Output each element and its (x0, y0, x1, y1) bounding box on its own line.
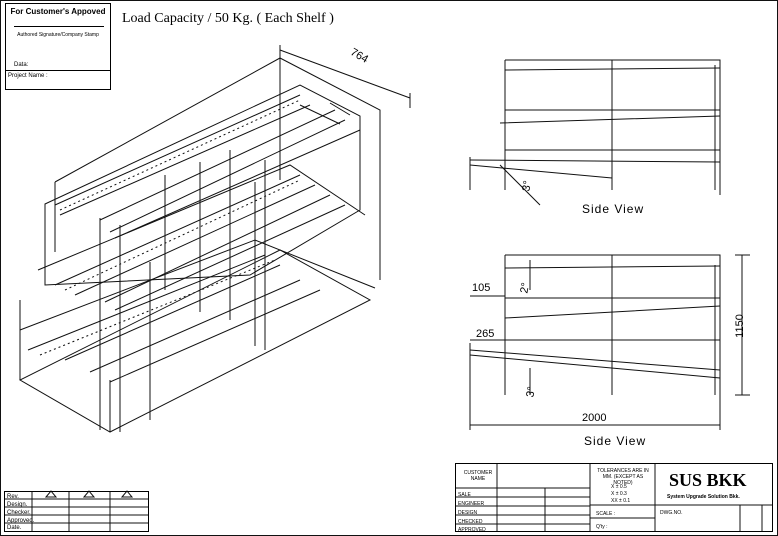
approval-header: For Customer's Appoved (10, 7, 106, 16)
sale-label: SALE (458, 492, 471, 498)
iso-rack-frame (19, 57, 381, 432)
rev-row-label: Rev. (7, 494, 19, 500)
customer-name-label: CUSTOMER NAME (463, 470, 493, 482)
dim-height-1150: 1150 (733, 314, 746, 338)
approval-divider (6, 70, 110, 71)
qty-label: Q'ty : (596, 524, 608, 530)
drawing-number-label: DWG.NO. (660, 510, 683, 516)
revision-table-grid (4, 490, 149, 532)
signature-line (14, 26, 104, 28)
checked-label: CHECKED (458, 519, 483, 525)
date-label: Data: (14, 62, 29, 68)
rev-row-label: Design. (7, 502, 28, 508)
company-logo-text: SUS BKK (669, 470, 747, 490)
signature-label: Authored Signature/Company Stamp (17, 32, 99, 38)
dim-angle-top: 2° (518, 281, 533, 295)
revision-table: Rev. Design. Checker. Approved. Date. (4, 491, 149, 532)
company-tagline: System Upgrade Solution Bkk. (667, 494, 740, 500)
side-view-label-upper: Side View (582, 202, 645, 216)
dim-angle-bottom: 3° (524, 385, 539, 399)
project-label: Project Name : (8, 73, 48, 79)
side-view-label-lower: Side View (584, 434, 647, 448)
rev-row-label: Approved. (7, 518, 35, 524)
load-capacity-note: Load Capacity / 50 Kg. ( Each Shelf ) (122, 11, 334, 26)
tolerance-x: X ± 0.5 (611, 484, 627, 490)
tolerance-xxx: XX ± 0.1 (611, 498, 631, 504)
tolerance-title: TOLERANCES ARE IN MM. (EXCEPT AS NOTED) (597, 468, 649, 486)
engineer-label: ENGINEER (458, 501, 485, 507)
scale-label: SCALE : (596, 511, 616, 517)
approved-label: APPROVED (458, 527, 486, 533)
customer-approval-box: For Customer's Appoved Authored Signatur… (5, 3, 111, 90)
dim-length-2000: 2000 (582, 412, 607, 424)
title-block-grid (455, 463, 772, 532)
dim-angle-side: 3° (520, 179, 535, 193)
dim-265: 265 (476, 328, 495, 340)
rev-row-label: Checker. (7, 510, 31, 516)
design-label: DESIGN (458, 510, 478, 516)
tolerance-xx: X ± 0.3 (611, 491, 627, 497)
lower-side-view (504, 254, 721, 395)
rev-row-label: Date. (7, 525, 22, 531)
title-block: CUSTOMER NAME SALE ENGINEER DESIGN CHECK… (455, 463, 773, 533)
dim-105: 105 (472, 282, 491, 294)
